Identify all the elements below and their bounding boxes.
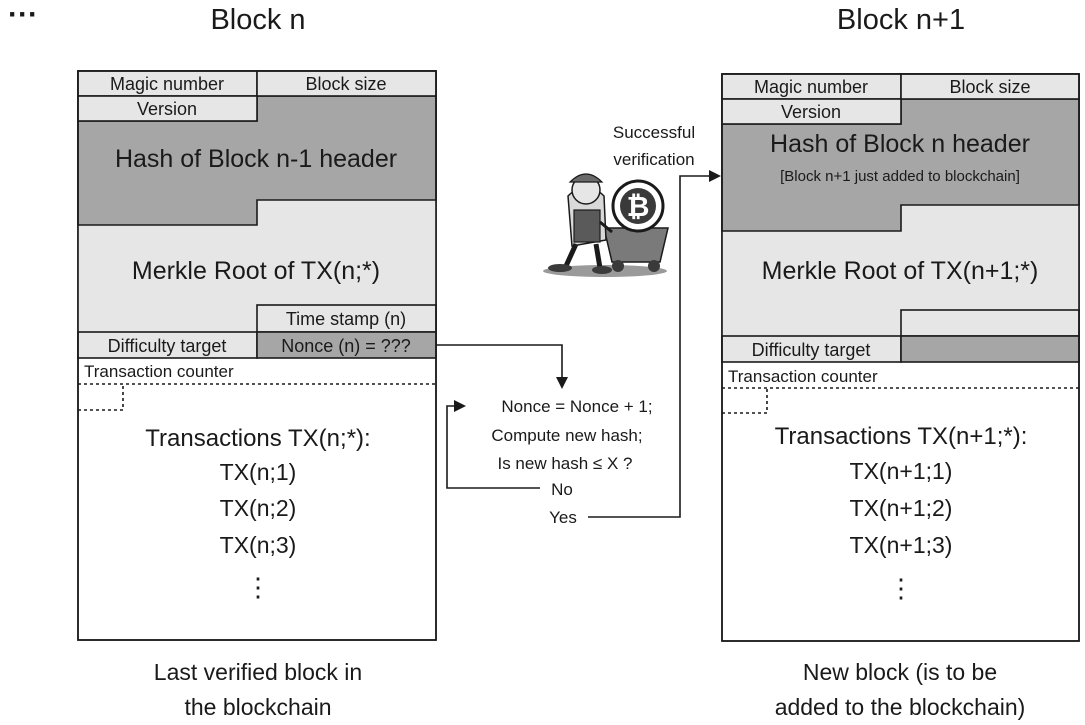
flow-arrows [436, 170, 721, 518]
block-n1-merkle-root: Merkle Root of TX(n+1;*) [762, 257, 1039, 285]
block-n1-prev-hash-note: [Block n+1 just added to blockchain] [780, 168, 1020, 185]
success-label-line2: verification [613, 150, 694, 169]
mining-step-nonce-increment: Nonce = Nonce + 1; [501, 397, 652, 416]
miner-icon [543, 173, 669, 277]
arrow-no-loop [446, 405, 540, 489]
block-n-time-stamp: Time stamp (n) [286, 309, 406, 329]
block-n-difficulty-target: Difficulty target [108, 336, 227, 356]
block-n-tx-1: TX(n;1) [220, 459, 297, 485]
block-n1-caption-line2: added to the blockchain) [775, 694, 1026, 720]
success-label-line1: Successful [613, 123, 695, 142]
block-n1-tx-3: TX(n+1;3) [850, 532, 953, 558]
block-n-title: Block n [210, 4, 305, 36]
block-n1-transaction-counter: Transaction counter [728, 367, 878, 386]
block-n1-tx-2: TX(n+1;2) [850, 495, 953, 521]
block-n1-caption-line1: New block (is to be [803, 659, 997, 685]
ellipsis-left: ··· [8, 0, 38, 31]
block-n-tx-2: TX(n;2) [220, 495, 297, 521]
block-n1-time-stamp-cell [900, 309, 1080, 337]
block-n-transactions-title: Transactions TX(n;*): [145, 425, 370, 452]
block-n1-magic-number: Magic number [754, 77, 868, 97]
block-n1-tx-1: TX(n+1;1) [850, 458, 953, 484]
block-n [77, 70, 437, 641]
block-n1-nonce-cell [900, 335, 1080, 363]
mining-step-compute-hash: Compute new hash; [491, 426, 642, 445]
block-n-merkle-root: Merkle Root of TX(n;*) [132, 257, 380, 285]
block-n-time-stamp-cell [256, 304, 437, 333]
block-n-counter-box [78, 384, 124, 411]
block-n1-difficulty-target: Difficulty target [752, 340, 871, 360]
block-n1-block-size: Block size [949, 77, 1030, 97]
block-n1-more: ⋮ [888, 573, 914, 603]
block-n-nonce-cell [256, 331, 437, 359]
block-n-version: Version [137, 99, 197, 119]
block-n-transaction-counter: Transaction counter [84, 362, 234, 381]
block-n1-version: Version [781, 102, 841, 122]
block-n-nonce: Nonce (n) = ??? [281, 336, 411, 356]
block-n-more: ⋮ [245, 572, 271, 602]
arrow-nonce-to-check [436, 344, 563, 378]
mining-yes-label: Yes [549, 508, 577, 527]
block-n-tx-3: TX(n;3) [220, 532, 297, 558]
block-n-prev-hash: Hash of Block n-1 header [115, 145, 397, 173]
mining-no-label: No [551, 480, 573, 499]
block-n-block-size: Block size [305, 74, 386, 94]
block-n1 [721, 73, 1080, 642]
block-n-magic-number: Magic number [110, 74, 224, 94]
arrow-nonce-to-check-head [556, 377, 568, 389]
block-n1-title: Block n+1 [837, 4, 965, 36]
bitcoin-symbol: ₿ [627, 190, 650, 223]
arrow-yes-to-block-n1-head [709, 170, 721, 182]
arrow-yes-to-block-n1 [588, 175, 710, 518]
arrow-no-loop-head [454, 400, 466, 412]
block-n1-prev-hash: Hash of Block n header [770, 130, 1030, 158]
mining-step-compare-hash: Is new hash ≤ X ? [497, 454, 632, 473]
block-n-caption-line1: Last verified block in [154, 659, 362, 685]
block-n1-transactions-title: Transactions TX(n+1;*): [775, 423, 1028, 450]
block-n-caption-line2: the blockchain [184, 694, 331, 720]
block-n1-counter-box [722, 388, 768, 414]
